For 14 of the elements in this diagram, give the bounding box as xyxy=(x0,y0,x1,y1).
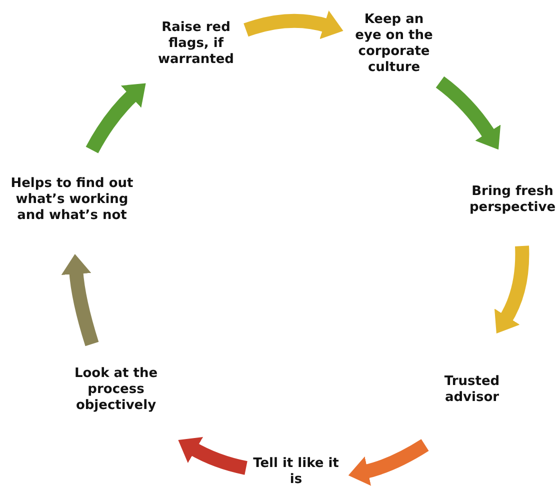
step-label: Tell it like it is xyxy=(246,456,346,488)
curved-arrow xyxy=(494,246,530,334)
step-label: Bring fresh perspective xyxy=(466,184,559,216)
step-label: Look at the process objectively xyxy=(68,366,164,414)
step-label: Trusted advisor xyxy=(440,374,504,406)
step-label: Raise red flags, if warranted xyxy=(150,20,242,68)
curved-arrow xyxy=(348,439,429,486)
curved-arrow xyxy=(436,76,500,150)
curved-arrow xyxy=(244,10,344,40)
curved-arrow xyxy=(178,436,248,475)
step-label: Keep an eye on the corporate culture xyxy=(350,12,438,76)
curved-arrow xyxy=(86,83,146,154)
step-label: Helps to find out what’s working and what’s not xyxy=(4,176,140,224)
curved-arrow xyxy=(61,254,99,346)
